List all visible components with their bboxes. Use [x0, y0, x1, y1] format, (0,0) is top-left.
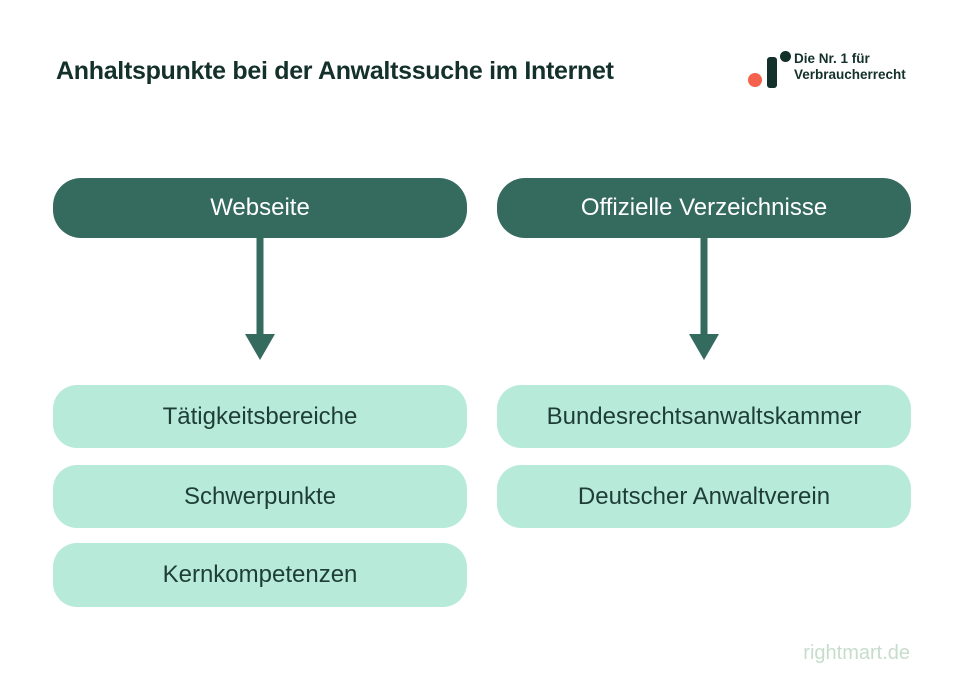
logo-red-dot-icon [748, 73, 762, 87]
node-taetigkeitsbereiche: Tätigkeitsbereiche [53, 385, 467, 448]
page-title: Anhaltspunkte bei der Anwaltssuche im In… [56, 57, 614, 85]
brand-logo: Die Nr. 1 für Verbraucherrecht [748, 50, 906, 88]
node-deutscher-anwaltverein: Deutscher Anwaltverein [497, 465, 911, 528]
node-webseite: Webseite [53, 178, 467, 238]
column-offizielle-verzeichnisse: Offizielle Verzeichnisse Bundesrechtsanw… [497, 0, 911, 699]
node-offizielle-verzeichnisse: Offizielle Verzeichnisse [497, 178, 911, 238]
down-arrow-icon [689, 238, 719, 360]
node-bundesrechtsanwaltskammer: Bundesrechtsanwaltskammer [497, 385, 911, 448]
brand-tagline-line2: Verbraucherrecht [794, 67, 906, 82]
brand-tagline-line1: Die Nr. 1 für [794, 51, 870, 66]
footer-site-label: rightmart.de [803, 642, 910, 664]
rightmart-logo-icon [748, 50, 791, 88]
arrow-head [245, 334, 275, 360]
arrow-shaft [256, 238, 264, 338]
node-schwerpunkte: Schwerpunkte [53, 465, 467, 528]
down-arrow-icon [245, 238, 275, 360]
brand-tagline: Die Nr. 1 für Verbraucherrecht [794, 51, 906, 83]
arrow-head [689, 334, 719, 360]
column-webseite: Webseite Tätigkeitsbereiche Schwerpunkte… [53, 0, 467, 699]
arrow-shaft [700, 238, 708, 338]
logo-dark-dot-icon [780, 51, 791, 62]
logo-bar-icon [767, 57, 777, 88]
node-kernkompetenzen: Kernkompetenzen [53, 543, 467, 607]
